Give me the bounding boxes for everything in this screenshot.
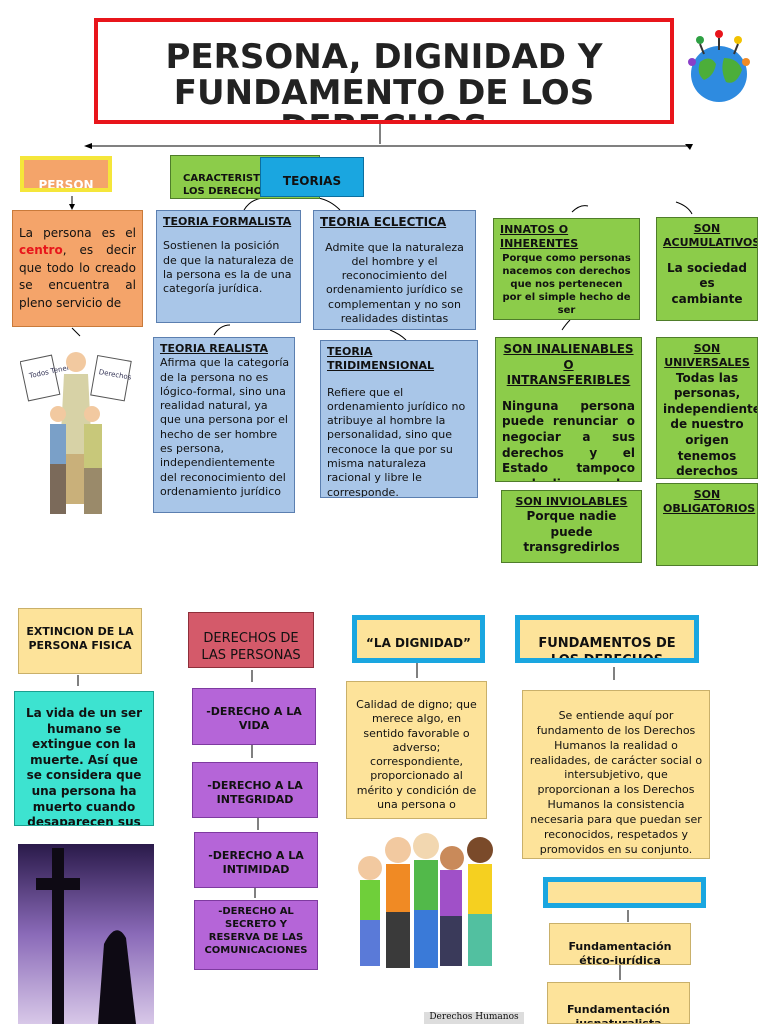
dignidad-title-text: “LA DIGNIDAD” xyxy=(366,636,471,650)
teoria-formalista-text: Sostienen la posición de que la naturale… xyxy=(163,239,294,296)
title-box: PERSONA, DIGNIDAD Y FUNDAMENTO DE LOS DE… xyxy=(94,18,674,124)
inalienables-text: Ninguna persona puede renunciar o negoci… xyxy=(502,399,635,482)
universales-text: Todas las personas, independientemente d… xyxy=(663,371,751,479)
derecho-vida: -DERECHO A LA VIDA xyxy=(192,688,316,745)
inalienables-title: SON INALIENABLES O INTRANSFERIBLES xyxy=(502,342,635,389)
innatos-title: INNATOS O INHERENTES xyxy=(500,223,633,252)
innatos-text: Porque como personas nacemos con derecho… xyxy=(500,252,633,317)
page-title: PERSONA, DIGNIDAD Y FUNDAMENTO DE LOS DE… xyxy=(108,40,660,124)
bottom-image-caption: Derechos Humanos xyxy=(429,1012,518,1022)
extincion-title: EXTINCION DE LA PERSONA FISICA xyxy=(18,608,142,674)
fundamentos-text: Se entiende aquí por fundamento de los D… xyxy=(522,690,710,859)
teoria-formalista: TEORIA FORMALISTA Sostienen la posición … xyxy=(156,210,301,323)
obligatorios-title: SON OBLIGATORIOS xyxy=(663,488,751,517)
teoria-tridimensional-text: Refiere que el ordenamiento jurídico no … xyxy=(327,386,471,498)
derecho-vida-text: -DERECHO A LA VIDA xyxy=(206,705,302,732)
fundamentos-text-content: Se entiende aquí por fundamento de los D… xyxy=(530,709,702,856)
persona-label-text: PERSON xyxy=(38,178,93,192)
globe-logo xyxy=(686,24,752,110)
inviolables-box: SON INVIOLABLES Porque nadie puede trans… xyxy=(501,490,642,563)
fundamentacion-iusnaturalista-text: Fundamentación iusnaturalista xyxy=(567,1003,670,1024)
bottom-image: Derechos Humanos xyxy=(424,1012,524,1024)
acumulativos-box: SON ACUMULATIVOS La sociedad es cambiant… xyxy=(656,217,758,321)
teoria-eclectica-title: TEORIA ECLECTICA xyxy=(320,215,469,231)
derecho-secreto-text: -DERECHO AL SECRETO Y RESERVA DE LAS COM… xyxy=(204,906,307,956)
fundamentos-title-text: FUNDAMENTOS DE LOS DERECHOS xyxy=(538,636,675,663)
extincion-title-text: EXTINCION DE LA PERSONA FISICA xyxy=(26,625,133,652)
teoria-realista: TEORIA REALISTA Afirma que la categoría … xyxy=(153,337,295,513)
derecho-integridad-text: -DERECHO A LA INTEGRIDAD xyxy=(207,779,303,806)
teoria-eclectica-text: Admite que la naturaleza del hombre y el… xyxy=(320,241,469,327)
teoria-realista-title: TEORIA REALISTA xyxy=(160,342,290,356)
extincion-text: La vida de un ser humano se extingue con… xyxy=(14,691,154,826)
extincion-text-content: La vida de un ser humano se extingue con… xyxy=(26,706,142,826)
derechos-title-text: DERECHOS DE LAS PERSONAS xyxy=(201,631,300,663)
persona-definition: La persona es el centro, es decir que to… xyxy=(12,210,143,327)
persona-label: PERSON xyxy=(20,156,112,192)
persona-text-before: La persona es el xyxy=(19,226,136,240)
innatos-box: INNATOS O INHERENTES Porque como persona… xyxy=(493,218,640,320)
derecho-integridad: -DERECHO A LA INTEGRIDAD xyxy=(192,762,318,818)
inalienables-box: SON INALIENABLES O INTRANSFERIBLES Ningu… xyxy=(495,337,642,482)
acumulativos-title: SON ACUMULATIVOS xyxy=(663,222,751,251)
derechos-title: DERECHOS DE LAS PERSONAS xyxy=(188,612,314,668)
children-image xyxy=(348,828,500,978)
inviolables-title: SON INVIOLABLES xyxy=(508,495,635,509)
fundamentos-title: FUNDAMENTOS DE LOS DERECHOS xyxy=(515,615,699,663)
teoria-tridimensional: TEORIA TRIDIMENSIONAL Refiere que el ord… xyxy=(320,340,478,498)
derecho-intimidad: -DERECHO A LA INTIMIDAD xyxy=(194,832,318,888)
teoria-realista-text: Afirma que la categoría de la persona no… xyxy=(160,356,290,499)
teorias-label-text: TEORIAS xyxy=(283,174,341,188)
derecho-secreto: -DERECHO AL SECRETO Y RESERVA DE LAS COM… xyxy=(194,900,318,970)
inviolables-text: Porque nadie puede transgredirlos xyxy=(508,509,635,556)
acumulativos-text: La sociedad es cambiante xyxy=(663,261,751,308)
dignidad-text-content: Calidad de digno; que merece algo, en se… xyxy=(356,698,477,811)
teoria-formalista-title: TEORIA FORMALISTA xyxy=(163,215,294,229)
teorias-label: TEORIAS xyxy=(260,157,364,197)
universales-title: SON UNIVERSALES xyxy=(663,342,751,371)
fundamentacion-iusnaturalista: Fundamentación iusnaturalista xyxy=(547,982,690,1024)
dignidad-title: “LA DIGNIDAD” xyxy=(352,615,485,663)
teoria-tridimensional-title: TEORIA TRIDIMENSIONAL xyxy=(327,345,447,374)
fundamentacion-etica: Fundamentación ético-jurídica xyxy=(549,923,691,965)
fundamentos-empty-box xyxy=(543,877,706,908)
fundamentacion-etica-text: Fundamentación ético-jurídica xyxy=(568,940,671,965)
universales-box: SON UNIVERSALES Todas las personas, inde… xyxy=(656,337,758,479)
persona-highlight: centro xyxy=(19,243,63,257)
obligatorios-box: SON OBLIGATORIOS xyxy=(656,483,758,566)
teoria-eclectica: TEORIA ECLECTICA Admite que la naturalez… xyxy=(313,210,476,330)
cross-image xyxy=(18,844,154,1024)
persona-image: Todos Tenemos Derechos Humanos xyxy=(20,344,132,520)
derecho-intimidad-text: -DERECHO A LA INTIMIDAD xyxy=(208,849,304,876)
dignidad-text: Calidad de digno; que merece algo, en se… xyxy=(346,681,487,819)
